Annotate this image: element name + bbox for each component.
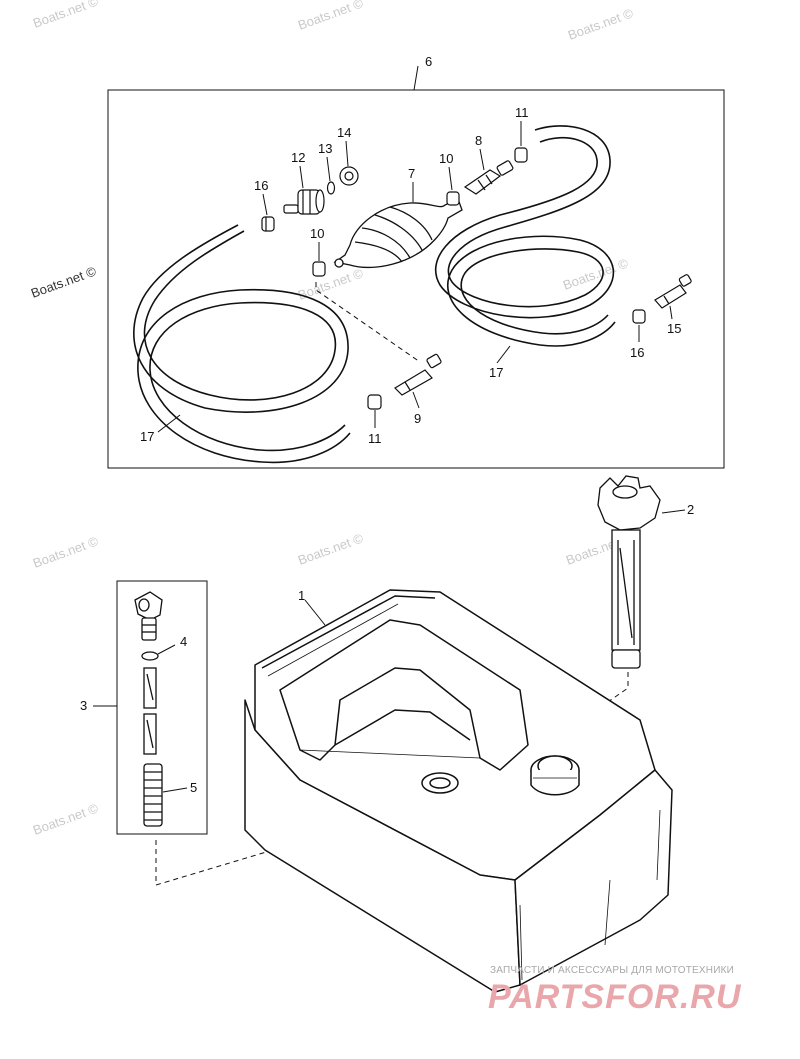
cap-14 (339, 166, 359, 186)
watermark: Boats.net © (566, 5, 636, 43)
hose-clamp-10-bottom (312, 261, 326, 277)
callout-10: 10 (439, 151, 453, 166)
callout-17: 17 (140, 429, 154, 444)
connector-8 (463, 160, 514, 195)
hose-clamp-16-right (632, 309, 646, 324)
fuel-hose-left (133, 224, 351, 464)
fuel-line-kit-frame (107, 89, 725, 469)
callout-1: 1 (298, 588, 305, 603)
connector-9 (394, 353, 442, 396)
primer-bulb (333, 198, 463, 269)
filter-screen-5 (143, 763, 163, 827)
hose-clamp-10-top (446, 191, 460, 206)
assembly-guide-line (315, 282, 421, 363)
brand-logo: PARTSFOR.RU (488, 978, 742, 1016)
callout-11: 11 (368, 431, 382, 446)
callout-5: 5 (190, 780, 197, 795)
hose-clamp-11-bottom (367, 394, 382, 410)
connector-12 (283, 189, 325, 215)
watermark: Boats.net © (31, 533, 101, 571)
pickup-tube (143, 667, 157, 755)
watermark: Boats.net © (296, 0, 366, 33)
fuel-tank (244, 589, 673, 993)
callout-11: 11 (515, 105, 529, 120)
hose-clamp-11-top (514, 147, 528, 163)
callout-14: 14 (337, 125, 351, 140)
watermark: Boats.net © (29, 263, 99, 301)
connector-15 (654, 274, 692, 309)
callout-6: 6 (425, 54, 432, 69)
watermark: Boats.net © (31, 0, 101, 31)
callout-7: 7 (408, 166, 415, 181)
watermark: Boats.net © (31, 800, 101, 838)
callout-15: 15 (667, 321, 681, 336)
callout-12: 12 (291, 150, 305, 165)
o-ring-13 (326, 181, 336, 195)
callout-13: 13 (318, 141, 332, 156)
brand-tagline: ЗАПЧАСТИ И АКСЕССУАРЫ ДЛЯ МОТОТЕХНИКИ (490, 965, 734, 976)
pickup-tube-frame (116, 580, 208, 835)
callout-9: 9 (414, 411, 421, 426)
fuel-gauge (597, 475, 661, 669)
pickup-guide-line (155, 799, 441, 886)
callout-3: 3 (80, 698, 87, 713)
callout-8: 8 (475, 133, 482, 148)
callout-17: 17 (489, 365, 503, 380)
callout-16: 16 (630, 345, 644, 360)
o-ring-4 (141, 651, 159, 661)
callout-16: 16 (254, 178, 268, 193)
callout-4: 4 (180, 634, 187, 649)
pickup-elbow-fitting (134, 591, 163, 641)
watermark: Boats.net © (296, 530, 366, 568)
hose-clamp-16-top (261, 216, 275, 232)
callout-10: 10 (310, 226, 324, 241)
callout-2: 2 (687, 502, 694, 517)
fuel-hose-right (434, 125, 616, 347)
